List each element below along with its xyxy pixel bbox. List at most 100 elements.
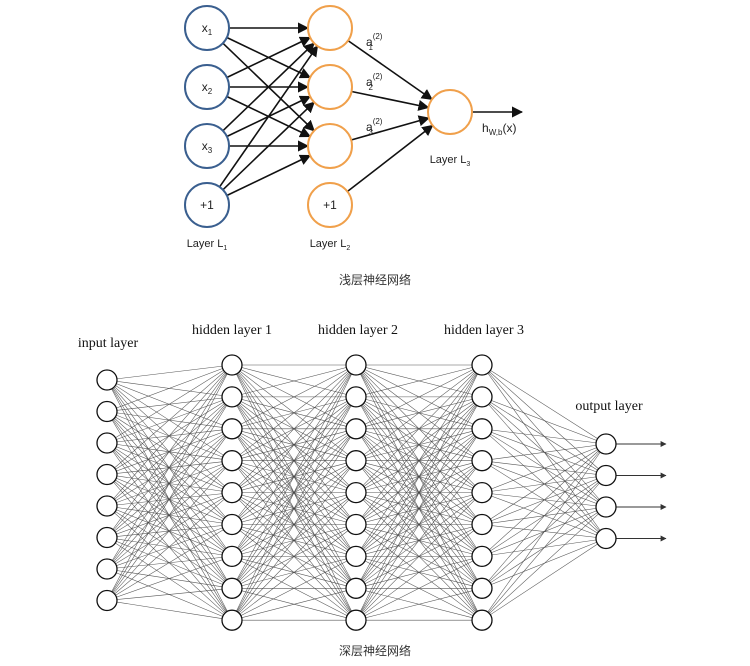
shallow-input-node-label: x2 — [202, 80, 213, 96]
shallow-input-node — [184, 123, 230, 169]
deep-edge — [355, 364, 483, 398]
shallow-edge-input-to-hidden — [222, 101, 315, 191]
shallow-hidden-node — [307, 5, 353, 51]
deep-node — [345, 450, 367, 472]
deep-edge — [481, 443, 607, 461]
deep-edge — [106, 364, 233, 381]
deep-node — [345, 513, 367, 536]
shallow-edge-hidden-to-output — [351, 90, 430, 111]
deep-node — [96, 495, 118, 517]
deep-edge — [231, 364, 357, 557]
deep-node — [595, 527, 617, 550]
deep-node — [595, 464, 617, 487]
deep-node — [471, 577, 493, 599]
deep-layer-label: output layer — [575, 399, 643, 414]
shallow-input-node-label: x3 — [202, 139, 213, 155]
shallow-input-node-label: x1 — [202, 21, 213, 37]
shallow-activation-label: a(2)3 — [366, 117, 383, 137]
shallow-edge-input-to-hidden — [226, 154, 312, 197]
deep-layer-label: hidden layer 1 — [192, 323, 272, 338]
deep-edge — [231, 364, 357, 430]
deep-edge — [106, 364, 233, 570]
deep-edge — [231, 364, 357, 493]
shallow-hidden-node — [307, 182, 353, 228]
shallow-activation-label: a(2)2 — [366, 72, 383, 92]
deep-node — [96, 589, 118, 612]
deep-edge — [231, 556, 357, 621]
deep-edge — [106, 556, 233, 601]
deep-edge — [106, 364, 233, 538]
shallow-caption: 浅层神经网络 — [339, 272, 411, 287]
deep-edge — [481, 443, 607, 493]
shallow-edge-hidden-to-output — [346, 124, 434, 193]
deep-edge — [481, 443, 607, 621]
deep-node — [471, 386, 493, 408]
deep-layer-label: hidden layer 3 — [444, 323, 524, 338]
deep-edge — [231, 364, 357, 398]
deep-edge — [355, 364, 483, 525]
deep-node — [221, 609, 243, 631]
deep-node — [221, 481, 243, 504]
deep-edge — [355, 364, 483, 621]
shallow-bias-node-label: +1 — [323, 198, 337, 212]
deep-edge — [481, 443, 607, 557]
deep-node — [595, 433, 617, 455]
shallow-output-node — [427, 89, 473, 135]
deep-node — [471, 545, 493, 568]
deep-edge — [481, 538, 607, 621]
deep-node — [221, 513, 243, 536]
deep-edge — [481, 364, 607, 445]
deep-node — [221, 386, 243, 408]
deep-edge — [106, 396, 233, 601]
shallow-activation-label: a(2)1 — [366, 32, 383, 52]
shallow-edge-hidden-to-output — [350, 115, 430, 141]
deep-edge — [106, 364, 233, 412]
deep-node — [221, 354, 243, 376]
deep-edge — [106, 364, 233, 444]
deep-edge — [481, 396, 607, 445]
shallow-edge-input-to-hidden — [218, 45, 319, 188]
deep-node — [345, 418, 367, 440]
deep-edge — [355, 364, 483, 430]
deep-edge — [231, 428, 357, 621]
shallow-edge-input-to-hidden — [226, 36, 312, 79]
deep-node — [345, 609, 367, 631]
shallow-edge-hidden-to-output — [347, 39, 433, 101]
deep-edge — [106, 364, 233, 507]
deep-node — [595, 496, 617, 518]
deep-caption: 深层神经网络 — [339, 643, 411, 658]
deep-node — [471, 418, 493, 440]
deep-edge — [355, 364, 483, 589]
deep-node — [221, 545, 243, 568]
deep-edge — [231, 492, 357, 621]
deep-edge — [231, 364, 357, 589]
deep-edge — [106, 428, 233, 601]
deep-edge — [231, 588, 357, 621]
deep-edge — [106, 524, 233, 601]
deep-node — [96, 400, 118, 423]
deep-node — [221, 450, 243, 472]
deep-layer-label: input layer — [78, 336, 139, 351]
deep-edge — [106, 364, 233, 601]
deep-edge — [481, 506, 607, 621]
shallow-edge-input-to-hidden — [222, 42, 315, 132]
deep-edge — [106, 492, 233, 601]
deep-edge — [106, 600, 233, 621]
shallow-layer-label: Layer L3 — [430, 154, 471, 168]
deep-edge — [231, 364, 357, 525]
shallow-input-node-label: +1 — [200, 198, 214, 212]
deep-node — [345, 577, 367, 599]
deep-edge — [481, 428, 607, 445]
shallow-output-label: hW,b(x) — [482, 121, 516, 137]
deep-edge — [231, 396, 357, 621]
deep-edge — [355, 556, 483, 621]
shallow-layer-label: Layer L2 — [310, 238, 351, 252]
deep-edge — [231, 364, 357, 461]
deep-node — [96, 558, 118, 580]
deep-node — [221, 418, 243, 440]
deep-layer-label: hidden layer 2 — [318, 323, 398, 338]
deep-edge — [355, 460, 483, 621]
deep-node — [96, 369, 118, 391]
